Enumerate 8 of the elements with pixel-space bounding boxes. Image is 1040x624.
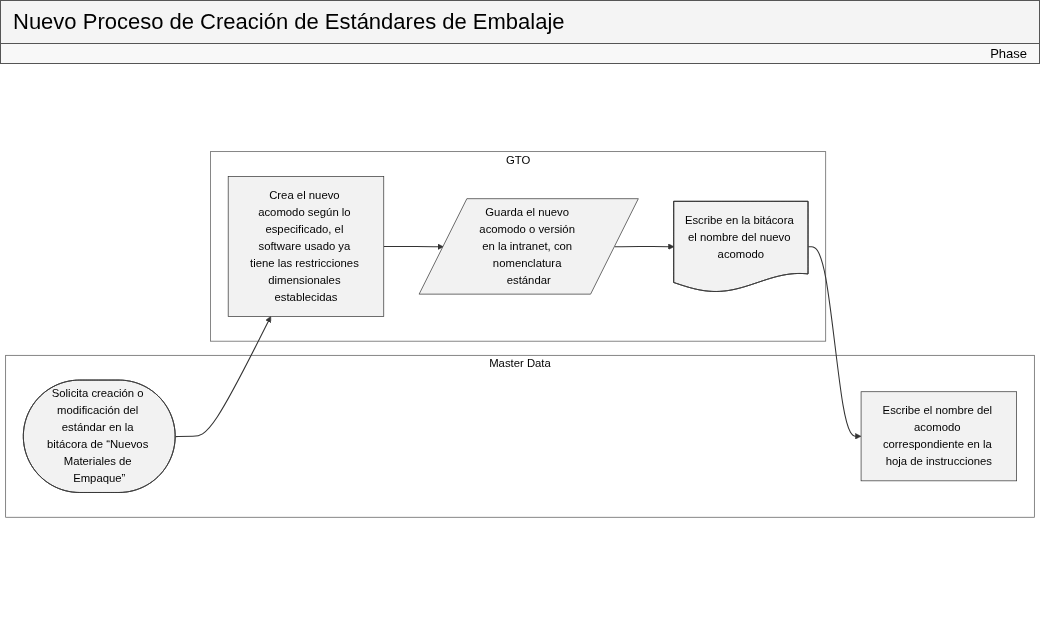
arrow (614, 243, 675, 250)
arrow (174, 315, 272, 437)
node-box: Escribe el nombre del acomodo correspondiente en la hoja de instrucciones (860, 390, 1017, 481)
arrow (807, 245, 862, 439)
phase-label: Phase (990, 46, 1027, 61)
diagram-title: Nuevo Proceso de Creación de Estándares de Embalaje (0, 0, 1040, 44)
node-box: Crea el nuevo acomodo según lo especificado, el software usado ya tiene las restricciones dimensionales establecidas (227, 175, 385, 317)
arrow (383, 243, 444, 250)
